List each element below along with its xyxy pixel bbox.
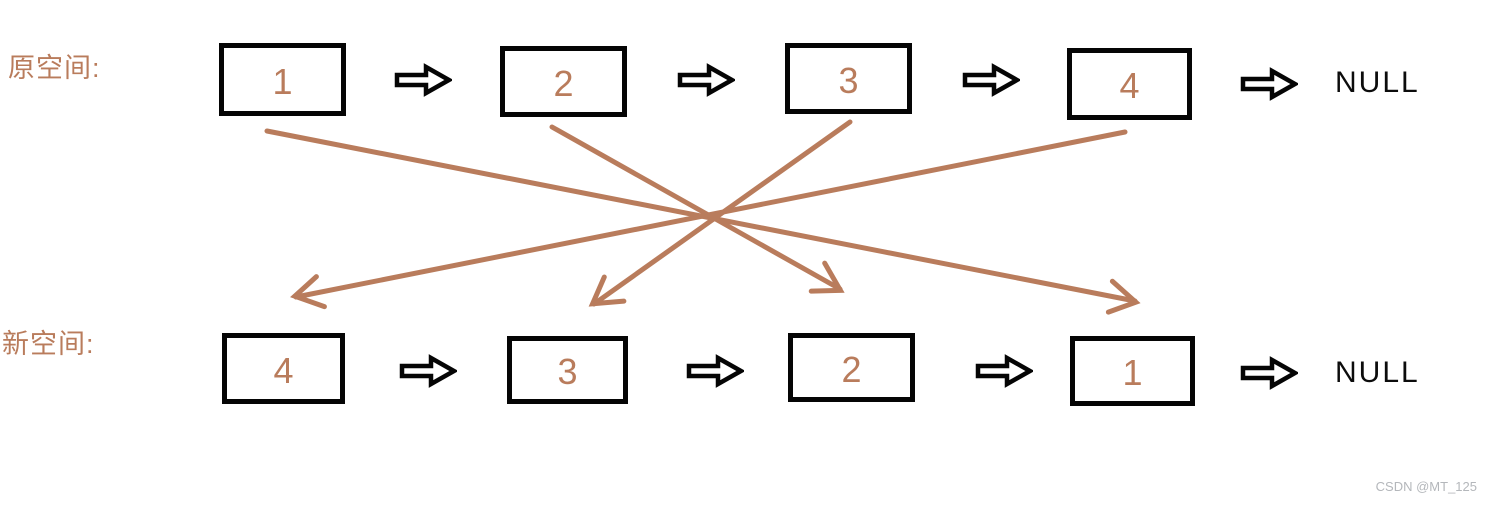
original-node-2-value: 2 xyxy=(553,62,574,104)
original-space-label: 原空间: xyxy=(8,53,101,83)
original-null-terminator: NULL xyxy=(1335,66,1420,99)
next-pointer-arrow-icon xyxy=(1240,356,1298,390)
original-node-1-value: 1 xyxy=(272,60,293,102)
new-node-2-value: 3 xyxy=(557,351,578,392)
original-node-4-value: 4 xyxy=(1119,65,1140,106)
original-node-3: 3 xyxy=(785,43,912,114)
original-node-4: 4 xyxy=(1067,48,1192,120)
new-node-4-value: 1 xyxy=(1122,352,1143,393)
original-node-3-value: 3 xyxy=(838,59,859,101)
new-node-3-value: 2 xyxy=(841,348,862,390)
new-node-4: 1 xyxy=(1070,336,1195,406)
next-pointer-arrow-icon xyxy=(962,63,1020,97)
next-pointer-arrow-icon xyxy=(677,63,735,97)
next-pointer-arrow-icon xyxy=(399,354,457,388)
mapping-arrow-node2 xyxy=(549,124,845,294)
original-node-1: 1 xyxy=(219,43,346,116)
new-node-1-value: 4 xyxy=(273,349,294,391)
new-node-1: 4 xyxy=(222,333,345,404)
new-null-terminator: NULL xyxy=(1335,356,1420,389)
csdn-watermark: CSDN @MT_125 xyxy=(1375,479,1477,494)
new-node-2: 3 xyxy=(507,336,628,404)
next-pointer-arrow-icon xyxy=(975,354,1033,388)
mapping-arrow-node3 xyxy=(588,119,853,307)
new-node-3: 2 xyxy=(788,333,915,402)
mapping-arrow-node4 xyxy=(290,129,1128,310)
next-pointer-arrow-icon xyxy=(394,63,452,97)
next-pointer-arrow-icon xyxy=(686,354,744,388)
new-space-label: 新空间: xyxy=(2,329,95,359)
original-node-2: 2 xyxy=(500,46,627,117)
mapping-arrow-node1 xyxy=(264,128,1141,315)
next-pointer-arrow-icon xyxy=(1240,67,1298,101)
